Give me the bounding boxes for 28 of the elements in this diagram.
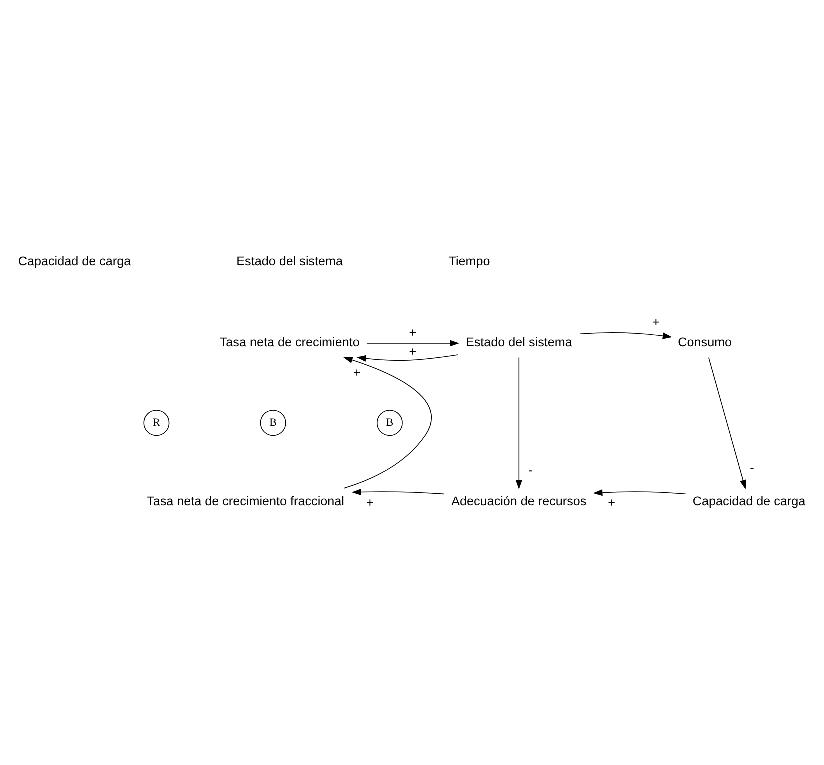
label: B <box>386 416 394 429</box>
arrow <box>352 488 444 496</box>
edge-label: + <box>409 344 417 359</box>
arrow <box>593 490 686 496</box>
arrow <box>356 354 459 362</box>
node-text: Estado del sistema <box>466 335 572 350</box>
node-text: Adecuación de recursos <box>452 494 587 509</box>
arrow <box>367 340 460 347</box>
node-text: Consumo <box>678 335 732 350</box>
edge-label: - <box>528 464 534 478</box>
arrow <box>580 332 672 340</box>
edge-label: + <box>366 496 374 510</box>
edge-label: + <box>409 326 417 340</box>
label: Capacidad de carga <box>18 254 132 268</box>
label: Estado del sistema <box>236 254 344 268</box>
arrow <box>343 357 432 489</box>
arrow <box>708 357 746 490</box>
node-text: Capacidad de carga <box>692 494 806 509</box>
edge-label: - <box>750 461 754 476</box>
node-text: Tasa neta de crecimiento <box>220 335 360 350</box>
edge-label: + <box>652 315 660 330</box>
label: R <box>153 416 160 429</box>
edge-label: + <box>353 366 361 380</box>
label: B <box>270 416 277 429</box>
arrow <box>516 357 522 490</box>
label: Tiempo <box>448 254 490 268</box>
edge-label: + <box>608 496 616 510</box>
node-text: Tasa neta de crecimiento fraccional <box>147 494 344 509</box>
